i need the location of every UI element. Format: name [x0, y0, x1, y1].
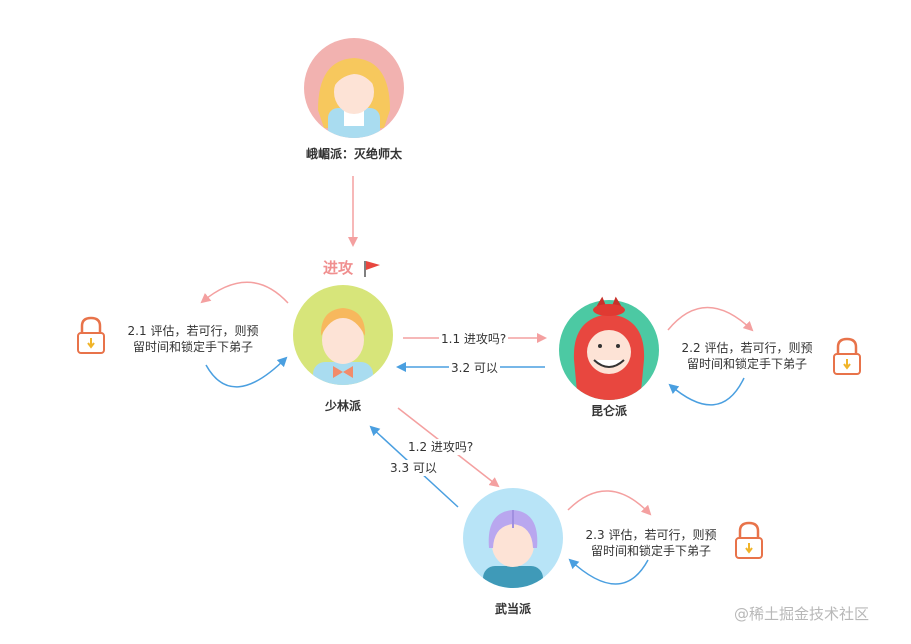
- wudang-loop-top-arrow: [567, 490, 652, 516]
- red-flag-icon: [364, 261, 380, 277]
- eval-text-wudang: 2.3 评估，若可行，则预 留时间和锁定手下弟子: [576, 527, 726, 559]
- edge-label-a-kunlun: 3.2 可以: [449, 360, 500, 376]
- eval-text-shaolin-line2: 留时间和锁定手下弟子: [132, 340, 253, 354]
- kunlun-loop-top-arrow: [667, 306, 754, 332]
- wudang-avatar: [463, 488, 563, 588]
- eval-text-wudang-line2: 留时间和锁定手下弟子: [590, 544, 711, 558]
- wudang-label: 武当派: [494, 602, 531, 616]
- eval-text-wudang-line1: 2.3 评估，若可行，则预: [585, 528, 717, 542]
- lock-icon-shaolin: [77, 316, 105, 354]
- edge-label-q-wudang: 1.2 进攻吗?: [406, 439, 476, 455]
- eval-text-shaolin: 2.1 评估，若可行，则预 留时间和锁定手下弟子: [118, 323, 268, 355]
- eval-text-shaolin-line1: 2.1 评估，若可行，则预: [127, 324, 259, 338]
- attack-label: 进攻: [323, 259, 354, 277]
- kunlun-label: 昆仑派: [590, 404, 627, 418]
- eval-text-kunlun: 2.2 评估，若可行，则预 留时间和锁定手下弟子: [672, 340, 822, 372]
- eval-text-kunlun-line2: 留时间和锁定手下弟子: [686, 357, 807, 371]
- emei-avatar: [304, 38, 404, 138]
- shaolin-loop-top-arrow: [200, 281, 289, 304]
- wudang-loop-bottom-arrow: [568, 558, 649, 585]
- edge-label-a-wudang: 3.3 可以: [388, 460, 439, 476]
- eval-text-kunlun-line1: 2.2 评估，若可行，则预: [681, 341, 813, 355]
- shaolin-loop-bottom-arrow: [205, 356, 288, 388]
- watermark: @稀土掘金技术社区: [734, 605, 870, 623]
- lock-icon-kunlun: [833, 337, 861, 375]
- emei-label: 峨嵋派：灭绝师太: [305, 147, 402, 161]
- shaolin-avatar: [293, 285, 393, 385]
- kunlun-loop-bottom-arrow: [668, 377, 745, 406]
- shaolin-label: 少林派: [324, 399, 361, 413]
- lock-icon-wudang: [735, 521, 763, 559]
- kunlun-avatar: [559, 296, 659, 400]
- edge-label-q-kunlun: 1.1 进攻吗?: [439, 331, 509, 347]
